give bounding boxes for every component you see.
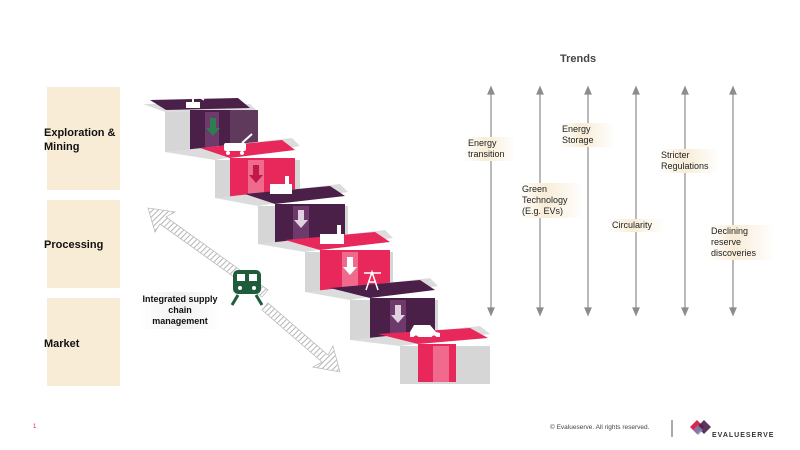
stage-label-processing: Processing (44, 239, 104, 251)
evalueserve-logo-icon (690, 420, 711, 435)
trend-label-declining-reserve: Declining reserve discoveries (708, 225, 774, 260)
excavator-icon (224, 133, 253, 155)
factory-icon (270, 176, 292, 194)
stage-box-processing (47, 200, 120, 288)
trend-arrows (487, 85, 737, 317)
stage-box-market (47, 298, 120, 386)
step-5 (305, 278, 438, 340)
stage-box-exploration (47, 87, 120, 190)
trend-label-stricter-regulations: Stricter Regulations (658, 149, 720, 173)
supply-chain-label: Integrated supply chain management (140, 292, 220, 329)
trend-label-green-technology: Green Technology (E.g. EVs) (519, 183, 583, 218)
step-down-arrows (206, 118, 405, 323)
trend-label-circularity: Circularity (609, 219, 665, 232)
trend-label-energy-transition: Energy transition (465, 137, 515, 161)
copyright-text: © Evalueserve. All rights reserved. (550, 424, 650, 431)
page-number: 1 (33, 424, 37, 430)
step-3 (215, 184, 348, 244)
trend-label-energy-storage: Energy Storage (559, 123, 615, 147)
car-icon (410, 325, 440, 341)
train-icon (230, 270, 264, 306)
oil-rig-icon (186, 92, 205, 108)
factory-icon (320, 225, 344, 244)
brand-name: EVALUESERVE (712, 432, 775, 439)
stage-label-market: Market (44, 338, 80, 350)
mine-tower-icon (364, 269, 381, 291)
stage-label-exploration: Exploration & Mining (44, 127, 116, 153)
trends-title: Trends (560, 53, 597, 65)
